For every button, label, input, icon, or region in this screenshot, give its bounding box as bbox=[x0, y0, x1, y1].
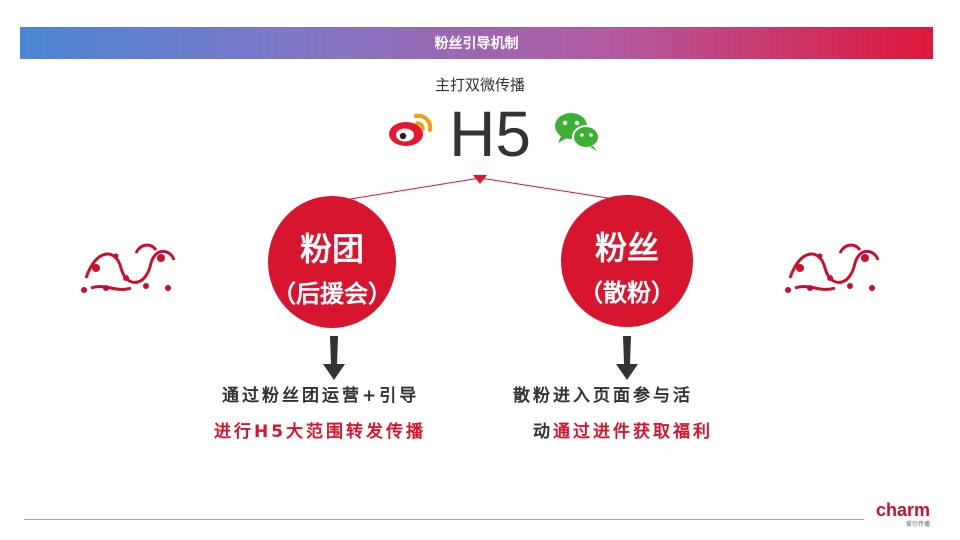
brand-name: charm bbox=[876, 500, 931, 520]
h5-title: H5 bbox=[449, 98, 531, 170]
desc-line-cont: 动 bbox=[533, 422, 553, 442]
fans-title: 粉丝 bbox=[594, 229, 659, 267]
subtitle: 主打双微传播 bbox=[434, 76, 525, 94]
fan-club-circle: 粉团 （后援会） bbox=[268, 196, 396, 328]
arrow-down-icon bbox=[323, 336, 345, 380]
fan-club-subtitle: （后援会） bbox=[272, 280, 392, 308]
banner-title: 粉丝引导机制 bbox=[20, 27, 933, 59]
brand-logo: charm 爱尔传播 bbox=[876, 500, 930, 528]
weibo-icon bbox=[389, 113, 433, 146]
fans-description: 散粉进入页面参与活 动通过进件获取福利 bbox=[513, 378, 733, 450]
wechat-icon bbox=[555, 113, 600, 151]
desc-line: 通过粉丝团运营+引导 bbox=[222, 386, 420, 406]
dragon-papercut-icon bbox=[785, 243, 880, 293]
fan-club-description: 通过粉丝团运营+引导 进行H5大范围转发传播 bbox=[214, 378, 454, 450]
footer-divider bbox=[24, 519, 864, 520]
dragon-papercut-icon bbox=[81, 243, 176, 293]
fans-subtitle: （散粉） bbox=[579, 279, 675, 307]
center-triangle bbox=[473, 175, 487, 184]
desc-highlight: 通过进件获取福利 bbox=[553, 422, 713, 442]
fan-club-title: 粉团 bbox=[299, 230, 364, 268]
brand-sub: 爱尔传播 bbox=[906, 522, 931, 528]
fans-circle: 粉丝 （散粉） bbox=[561, 195, 693, 327]
arrow-down-icon bbox=[616, 336, 638, 380]
desc-highlight: 进行H5大范围转发传播 bbox=[214, 422, 427, 442]
desc-line: 散粉进入页面参与活 bbox=[513, 386, 693, 406]
